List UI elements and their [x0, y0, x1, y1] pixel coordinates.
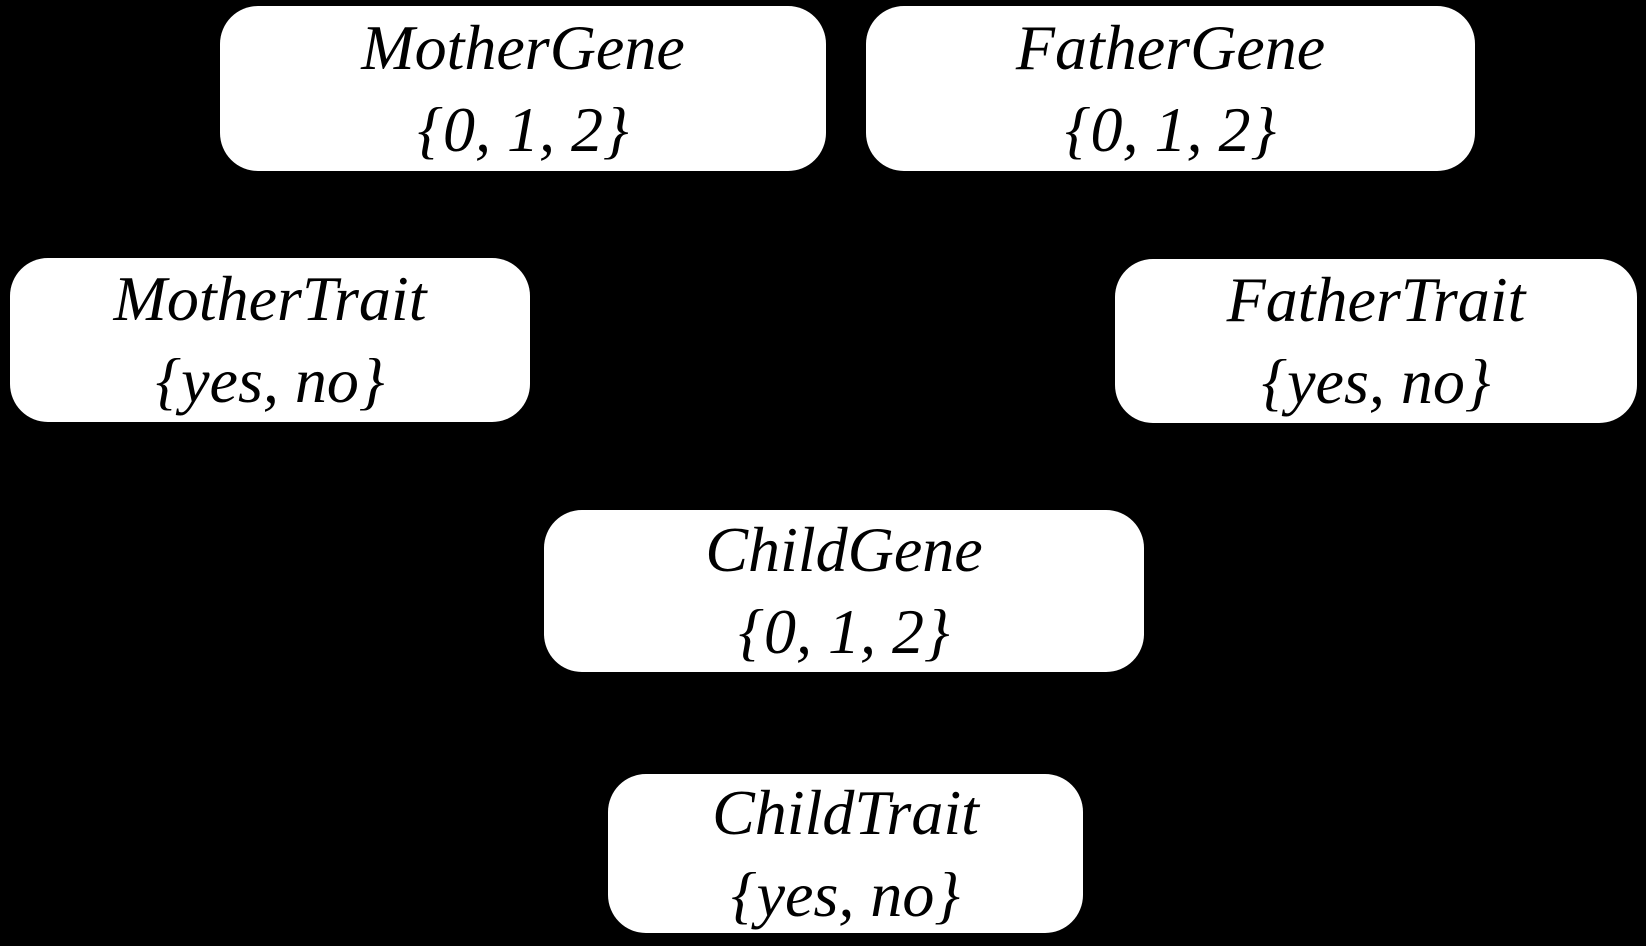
node-father-trait: FatherTrait {yes, no}	[1115, 259, 1637, 423]
node-mother-gene-title: MotherGene	[361, 11, 685, 83]
node-child-gene-title: ChildGene	[705, 514, 983, 586]
node-father-trait-domain: {yes, no}	[1261, 346, 1491, 417]
node-father-gene: FatherGene {0, 1, 2}	[866, 6, 1475, 171]
node-child-gene-domain: {0, 1, 2}	[738, 596, 950, 667]
node-child-trait: ChildTrait {yes, no}	[608, 774, 1083, 933]
node-child-trait-domain: {yes, no}	[731, 858, 960, 930]
node-mother-trait-title: MotherTrait	[113, 263, 427, 335]
node-father-trait-title: FatherTrait	[1226, 264, 1526, 336]
node-mother-trait: MotherTrait {yes, no}	[10, 258, 530, 422]
node-child-gene: ChildGene {0, 1, 2}	[544, 510, 1144, 672]
node-mother-trait-domain: {yes, no}	[155, 345, 385, 416]
node-mother-gene-domain: {0, 1, 2}	[417, 93, 629, 165]
node-father-gene-domain: {0, 1, 2}	[1064, 93, 1277, 165]
node-child-trait-title: ChildTrait	[712, 776, 979, 848]
node-father-gene-title: FatherGene	[1015, 11, 1326, 83]
node-mother-gene: MotherGene {0, 1, 2}	[220, 6, 826, 171]
